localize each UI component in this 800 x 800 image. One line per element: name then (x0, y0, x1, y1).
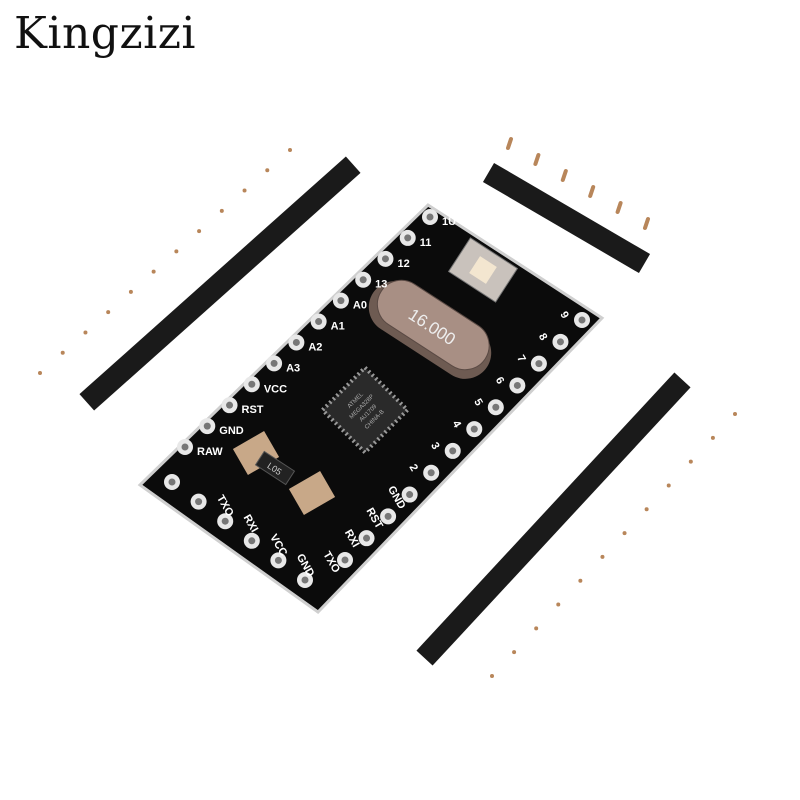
header-pin (560, 169, 568, 182)
reset-button (447, 237, 519, 303)
capacitor (232, 431, 280, 475)
header-body (482, 162, 651, 274)
pad-hole (203, 422, 211, 430)
left-pin-header (38, 148, 361, 411)
header-body (416, 372, 691, 666)
chip-body (319, 364, 411, 456)
pin-label: 5 (471, 397, 484, 408)
pin-label: 11 (420, 237, 432, 249)
pad-hole (381, 255, 389, 263)
pin-label: RST (242, 404, 264, 416)
right-pin-header (416, 372, 737, 678)
pin-label: 3 (428, 440, 441, 451)
pad-hole (274, 556, 282, 564)
pad-hole (181, 443, 189, 451)
pad-hole (248, 380, 256, 388)
pad-hole (492, 403, 500, 411)
pad-hole (406, 491, 414, 499)
pin-label: 1U (442, 216, 456, 228)
header-body (79, 156, 361, 411)
pad-hole (427, 469, 435, 477)
pin-label: 6 (493, 375, 506, 386)
pad-hole (168, 478, 176, 486)
pad-hole (341, 556, 349, 564)
pad-hole (248, 537, 256, 545)
header-pin (615, 201, 623, 214)
crystal: 16.000 (368, 279, 492, 379)
header-pin (506, 137, 513, 150)
pin-label: RAW (197, 446, 223, 458)
header-pin (643, 217, 650, 230)
pin-label: 8 (536, 331, 549, 342)
pad-hole (449, 447, 457, 455)
header-pin (533, 153, 541, 166)
pad-hole (195, 498, 203, 506)
pad-hole (513, 381, 521, 389)
pad-hole (535, 360, 543, 368)
pad-hole (292, 338, 300, 346)
pad-hole (384, 512, 392, 520)
pin-label: 2 (407, 462, 420, 473)
pad-hole (221, 517, 229, 525)
microcontroller-chip: ATMEL MEGA328P AU1709 CHINA-B (319, 364, 411, 456)
pad-hole (359, 276, 367, 284)
pad-hole (270, 359, 278, 367)
header-pin (588, 185, 596, 198)
pad-hole (578, 316, 586, 324)
pin-label: 12 (397, 258, 409, 270)
pin-label: 13 (375, 279, 387, 291)
voltage-regulator: L05 (254, 450, 296, 486)
pad-hole (556, 338, 564, 346)
watermark: Kingzizi (14, 8, 196, 59)
pin-label: A1 (331, 321, 345, 333)
pin-label: 9 (557, 310, 570, 321)
crystal-can (376, 279, 490, 371)
capacitor (288, 471, 336, 515)
pin-label: A0 (353, 300, 367, 312)
pad-hole (226, 401, 234, 409)
right-angle-pin-header (482, 137, 651, 274)
pad-hole (470, 425, 478, 433)
pad-hole (426, 213, 434, 221)
pad-hole (301, 576, 309, 584)
pad-hole (337, 297, 345, 305)
pad-hole (404, 234, 412, 242)
pin-label: VCC (264, 383, 287, 395)
pad-hole (363, 534, 371, 542)
pcb-board: 16.000 ATMEL MEGA328P AU1709 CHINA-B L05… (137, 203, 605, 614)
pin-label: A2 (308, 341, 322, 353)
pin-label: 7 (514, 353, 527, 364)
pin-label: GND (219, 425, 244, 437)
button-cap (469, 256, 497, 284)
pad-hole (315, 318, 323, 326)
pin-label: A3 (286, 362, 300, 374)
